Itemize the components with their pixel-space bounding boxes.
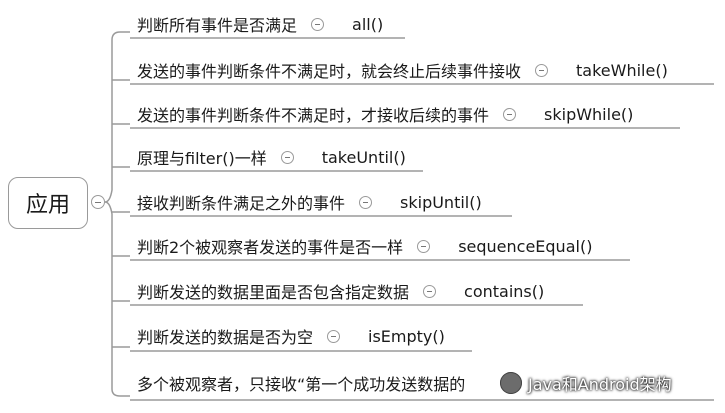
collapse-icon[interactable] xyxy=(535,63,549,77)
operator-label: all() xyxy=(352,14,384,34)
branch-desc: 原理与filter()一样 xyxy=(137,149,267,168)
root-node[interactable]: 应用 xyxy=(8,177,88,229)
operator-label: isEmpty() xyxy=(368,326,445,346)
branch-node-sequenceequal[interactable]: 判断2个被观察者发送的事件是否一样 sequenceEqual() xyxy=(137,232,592,260)
operator-label: skipUntil() xyxy=(400,192,482,212)
operator-label: sequenceEqual() xyxy=(458,236,593,256)
branch-node-takewhile[interactable]: 发送的事件判断条件不满足时，就会终止后续事件接收 takeWhile() xyxy=(137,56,668,84)
branch-node-skipuntil[interactable]: 接收判断条件满足之外的事件 skipUntil() xyxy=(137,188,482,216)
connector-8 xyxy=(104,201,130,397)
watermark-text: Java和Android架构 xyxy=(528,375,672,394)
branch-node-all[interactable]: 判断所有事件是否满足 all() xyxy=(137,10,383,38)
operator-label: contains() xyxy=(464,281,545,301)
collapse-icon[interactable] xyxy=(311,17,325,31)
collapse-icon[interactable] xyxy=(327,329,341,343)
branch-desc: 发送的事件判断条件不满足时，就会终止后续事件接收 xyxy=(137,62,522,81)
branch-desc: 判断所有事件是否满足 xyxy=(137,16,298,35)
wechat-logo-icon xyxy=(500,372,522,394)
connector-0 xyxy=(104,31,130,203)
root-label: 应用 xyxy=(25,193,70,218)
branch-desc: 判断发送的数据里面是否包含指定数据 xyxy=(137,283,410,302)
branch-node-takeuntil[interactable]: 原理与filter()一样 takeUntil() xyxy=(137,143,406,171)
operator-label: takeUntil() xyxy=(321,147,406,167)
collapse-icon[interactable] xyxy=(91,195,105,209)
watermark: Java和Android架构 xyxy=(500,368,722,398)
collapse-icon[interactable] xyxy=(423,284,437,298)
branch-node-isempty[interactable]: 判断发送的数据是否为空 isEmpty() xyxy=(137,322,445,350)
branch-desc: 判断发送的数据是否为空 xyxy=(137,328,314,347)
branch-desc: 接收判断条件满足之外的事件 xyxy=(137,194,346,213)
collapse-icon[interactable] xyxy=(417,239,431,253)
branch-desc: 发送的事件判断条件不满足时，才接收后续的事件 xyxy=(137,106,490,125)
branch-node-contains[interactable]: 判断发送的数据里面是否包含指定数据 contains() xyxy=(137,277,544,305)
collapse-icon[interactable] xyxy=(503,107,517,121)
operator-label: skipWhile() xyxy=(544,104,634,124)
collapse-icon[interactable] xyxy=(280,150,294,164)
operator-label: takeWhile() xyxy=(576,60,668,80)
branch-node-skipwhile[interactable]: 发送的事件判断条件不满足时，才接收后续的事件 skipWhile() xyxy=(137,100,633,128)
branch-desc: 判断2个被观察者发送的事件是否一样 xyxy=(137,238,404,257)
branch-desc: 多个被观察者，只接收“第一个成功发送数据的 xyxy=(137,375,466,394)
branch-node-amb[interactable]: 多个被观察者，只接收“第一个成功发送数据的 xyxy=(137,369,479,397)
collapse-icon[interactable] xyxy=(359,195,373,209)
